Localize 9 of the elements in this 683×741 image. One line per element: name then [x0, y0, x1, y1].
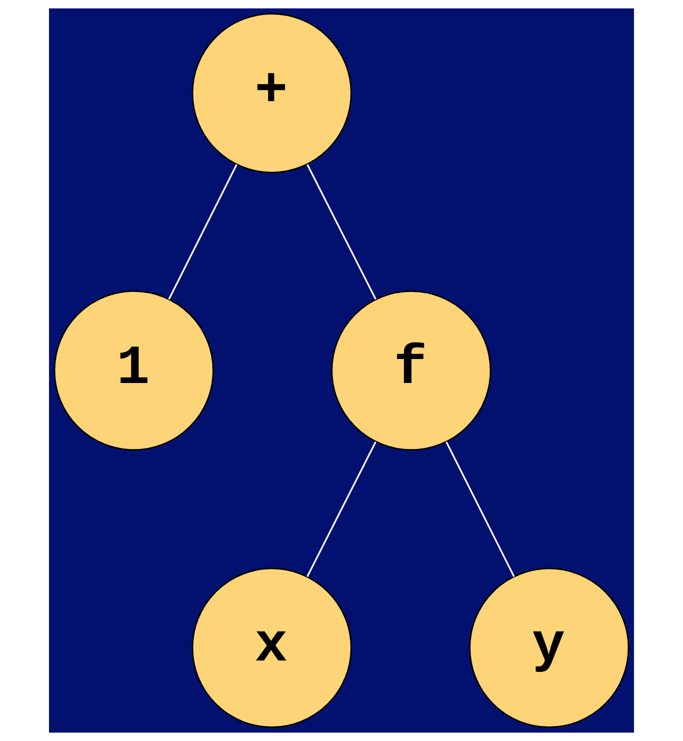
node-circle: x: [192, 568, 352, 728]
connector: [306, 442, 376, 577]
node-circle: f: [331, 290, 492, 451]
node-circle: y: [469, 568, 630, 728]
node-circle: +: [192, 13, 352, 174]
connector: [168, 164, 238, 300]
connector: [446, 442, 515, 577]
connector: [306, 164, 376, 300]
node-circle: 1: [54, 290, 214, 451]
